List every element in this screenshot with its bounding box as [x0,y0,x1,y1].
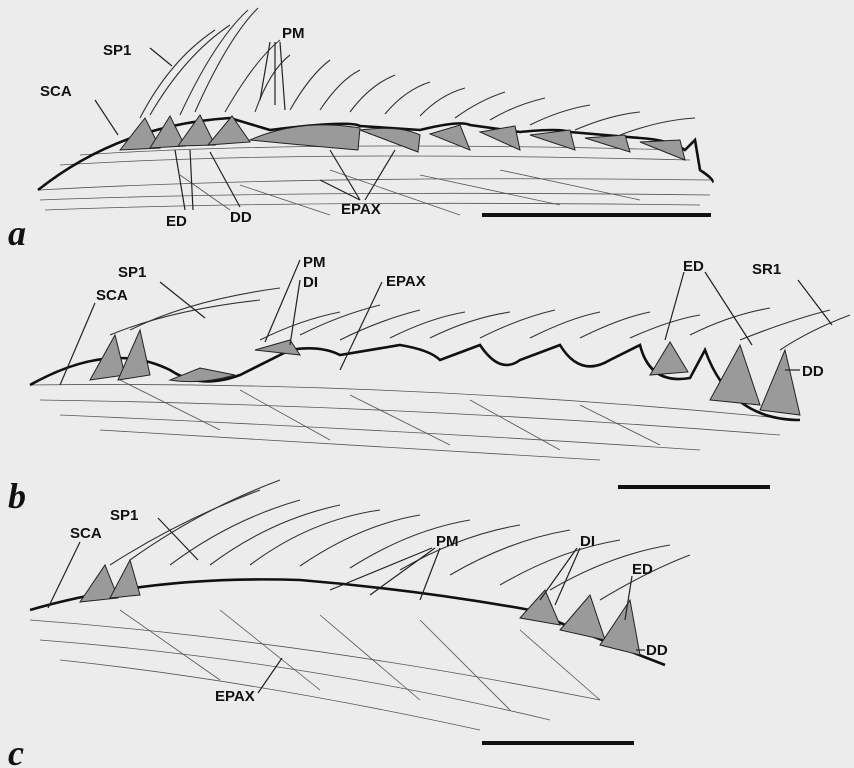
panel-a: SP1 SCA PM ED DD EPAX a [8,8,713,253]
label-sca: SCA [40,83,72,100]
label-sp1: SP1 [110,507,138,524]
label-dd: DD [646,642,668,659]
panel-letter-c: c [8,733,24,768]
panel-b-fin-rays [110,288,850,350]
panel-b-leaders [60,260,832,385]
label-sp1: SP1 [118,264,146,281]
label-epax: EPAX [386,273,426,290]
label-ed: ED [683,258,704,275]
label-dd: DD [802,363,824,380]
label-di: DI [580,533,595,550]
label-sp1: SP1 [103,42,131,59]
label-di: DI [303,274,318,291]
label-ed: ED [632,561,653,578]
panel-letter-b: b [8,476,26,516]
panel-b-fibers [30,380,800,460]
panel-c-fibers [30,610,600,730]
label-ed: ED [166,213,187,230]
panel-b: SP1 SCA PM DI EPAX ED SR1 DD b [8,254,850,516]
panel-c-leaders [48,518,645,693]
panel-a-muscles [120,115,685,160]
panel-a-fin-rays [140,8,695,135]
label-epax: EPAX [215,688,255,705]
label-sr1: SR1 [752,261,781,278]
panel-letter-a: a [8,213,26,253]
label-pm: PM [303,254,326,271]
label-sca: SCA [70,525,102,542]
label-pm: PM [436,533,459,550]
label-pm: PM [282,25,305,42]
label-dd: DD [230,209,252,226]
label-sca: SCA [96,287,128,304]
panel-c: SP1 SCA PM DI ED DD EPAX c [8,480,690,768]
label-epax: EPAX [341,201,381,218]
